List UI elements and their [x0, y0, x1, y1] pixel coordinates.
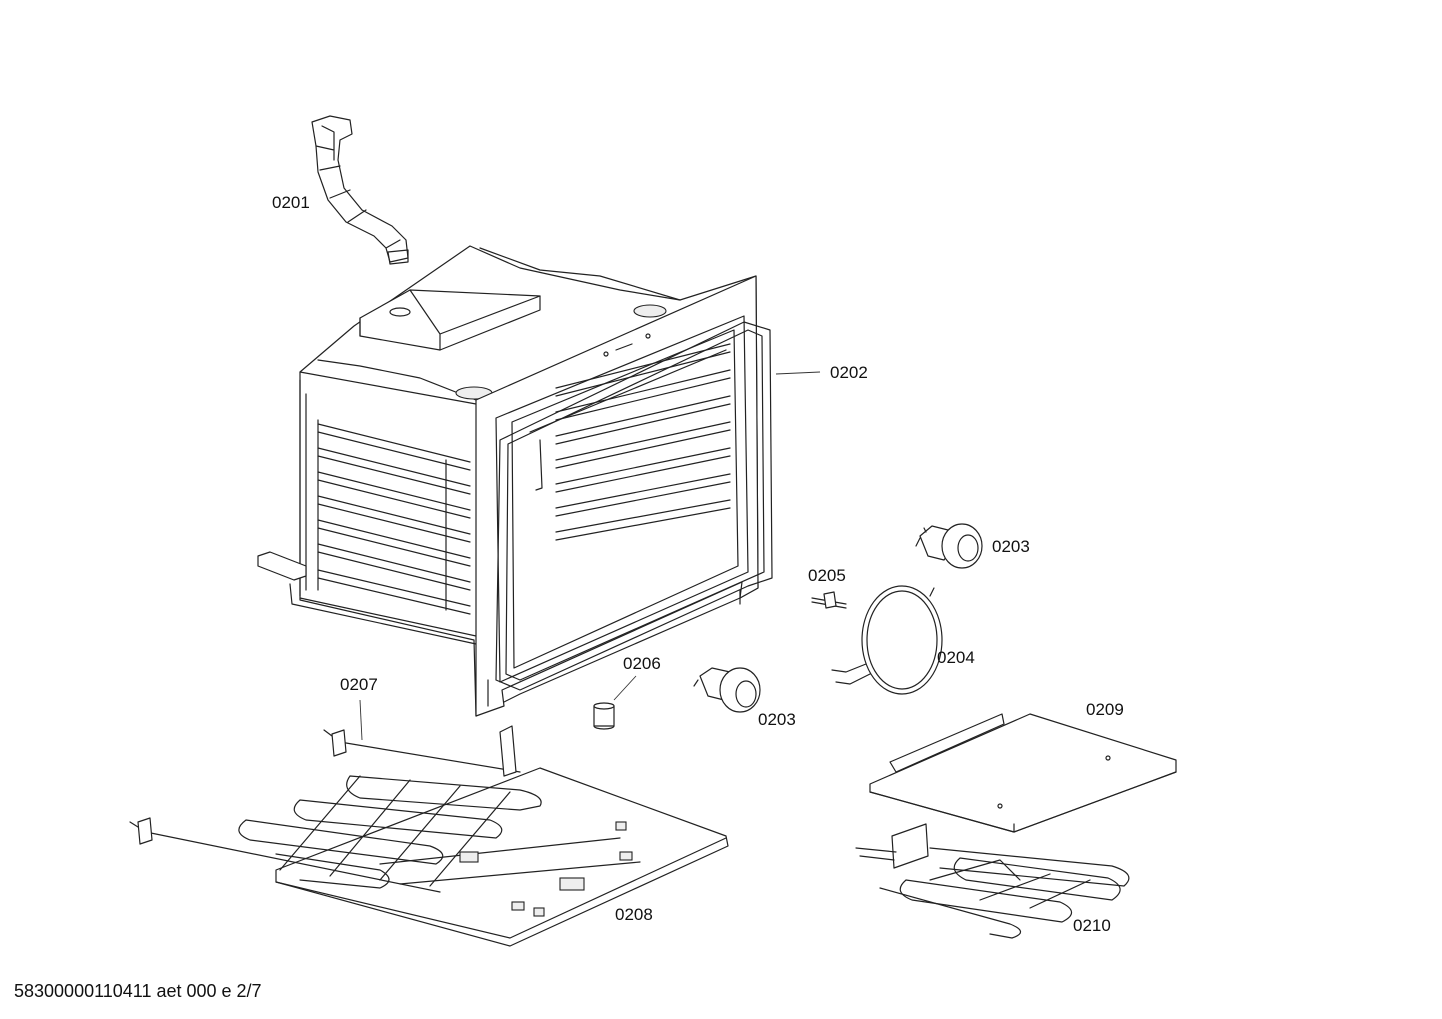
label-0203-lower: 0203 [758, 710, 796, 729]
label-0204: 0204 [937, 648, 975, 667]
label-0208: 0208 [615, 905, 653, 924]
leader-lines [359, 371, 821, 741]
part-0203-lamp-lower [693, 667, 761, 713]
label-0205: 0205 [808, 566, 846, 585]
part-labels: 0201 0202 0203 0203 0204 0205 0206 0207 … [272, 193, 1124, 935]
label-0209: 0209 [1086, 700, 1124, 719]
part-0209-tray [869, 713, 1177, 833]
label-0201: 0201 [272, 193, 310, 212]
part-0201-hose [311, 115, 409, 265]
part-0208-floor-heater [129, 725, 729, 947]
label-0207: 0207 [340, 675, 378, 694]
part-0204-ring-heater [831, 585, 943, 695]
label-0203-upper: 0203 [992, 537, 1030, 556]
label-0206: 0206 [623, 654, 661, 673]
part-0205-sensor [811, 591, 847, 609]
part-0210-grill-heater [855, 823, 1130, 939]
part-0203-lamp-upper [915, 523, 983, 569]
oven-cavity [257, 245, 773, 717]
drawing-number-footer: 58300000110411 aet 000 e 2/7 [14, 981, 262, 1001]
part-0206-cylinder [593, 702, 615, 730]
label-0202: 0202 [830, 363, 868, 382]
label-0210: 0210 [1073, 916, 1111, 935]
